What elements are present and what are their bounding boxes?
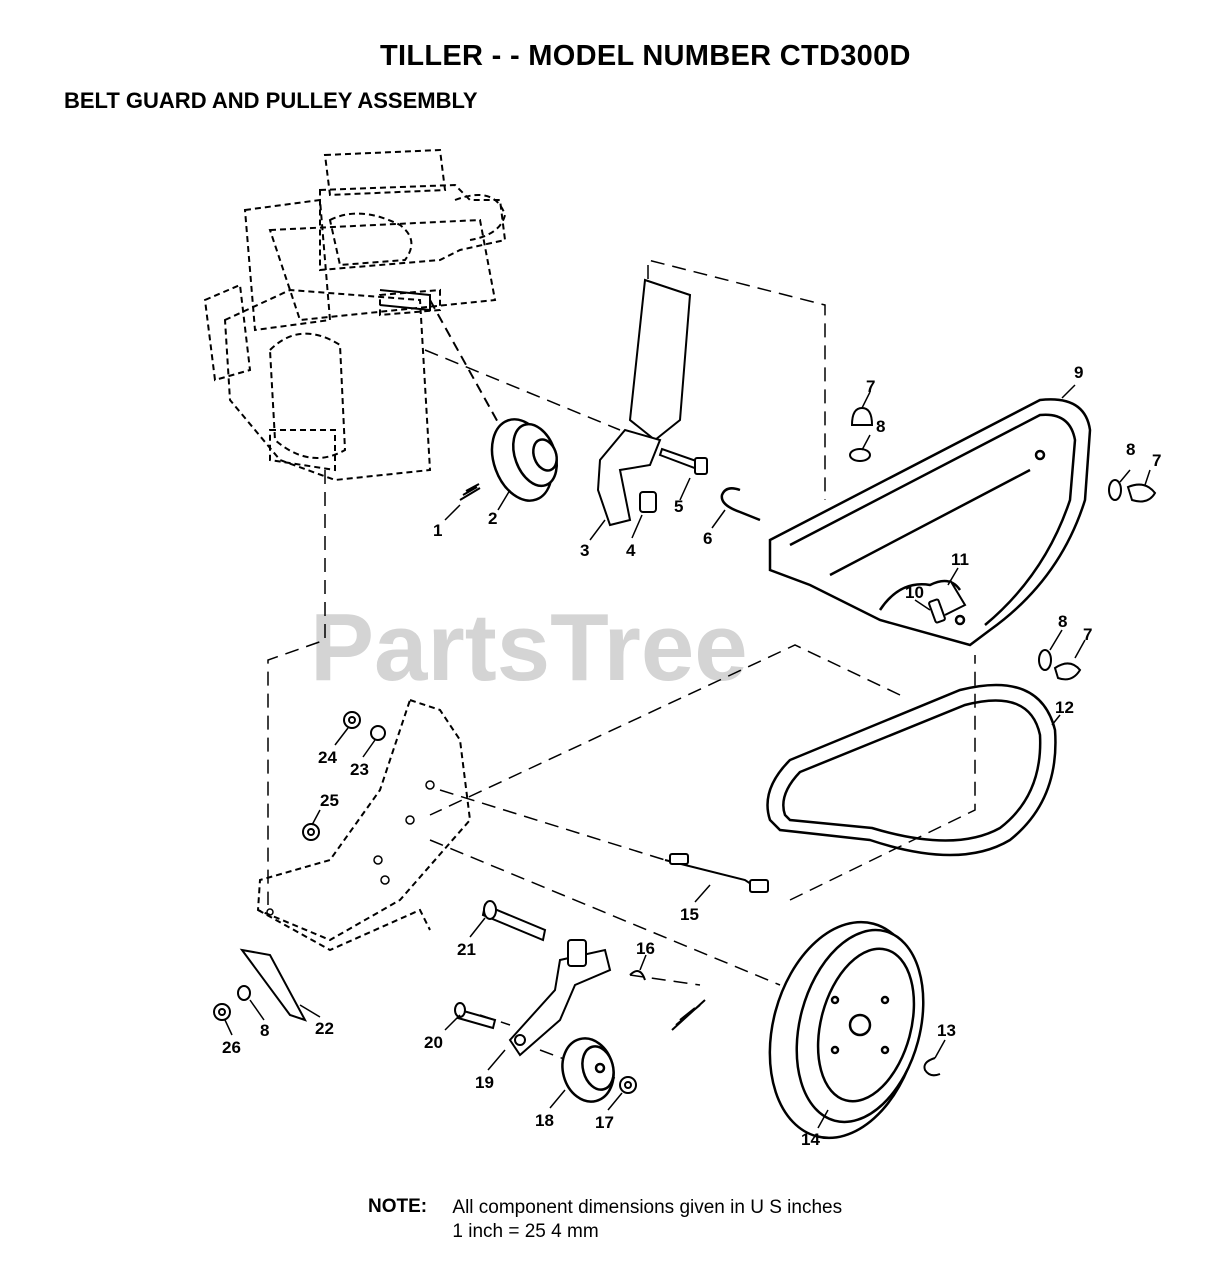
- callout-24: 24: [318, 748, 337, 767]
- carriage-bolt: [658, 447, 708, 475]
- spring: [629, 970, 706, 1031]
- lower-nut-washer: [213, 985, 251, 1021]
- callout-7-lower: 7: [1083, 625, 1092, 644]
- acorn-nuts-and-washers: [849, 406, 1157, 681]
- callout-labels: 1 2 3 4 5 6 7 8 9 8 7 11 10 8 7 12 24 23…: [222, 363, 1161, 1149]
- pulley-nut: [619, 1076, 637, 1094]
- frame-nuts: [302, 711, 386, 841]
- hex-nut: [639, 491, 657, 513]
- callout-18: 18: [535, 1111, 554, 1130]
- callout-12: 12: [1055, 698, 1074, 717]
- callout-4: 4: [626, 541, 636, 560]
- crankshaft: [379, 289, 506, 436]
- callout-21: 21: [457, 940, 476, 959]
- callout-8-lower: 8: [1058, 612, 1067, 631]
- note-label: NOTE:: [368, 1196, 428, 1217]
- callout-3: 3: [580, 541, 589, 560]
- engine-outline: [203, 148, 507, 482]
- note-line-2: 1 inch = 25 4 mm: [452, 1221, 599, 1242]
- callout-7-right: 7: [1152, 451, 1161, 470]
- callout-9: 9: [1074, 363, 1083, 382]
- callout-16: 16: [636, 939, 655, 958]
- callout-6: 6: [703, 529, 712, 548]
- callout-13: 13: [937, 1021, 956, 1040]
- snap-ring: [923, 1057, 941, 1077]
- callout-14: 14: [801, 1130, 820, 1149]
- leader-lines: [224, 384, 1151, 1129]
- set-screw: [459, 483, 481, 501]
- idler-rod: [664, 853, 769, 893]
- callout-11: 11: [951, 550, 969, 569]
- callout-22: 22: [315, 1019, 334, 1038]
- watermark: PartsTree: [310, 594, 748, 701]
- callout-7-top: 7: [866, 377, 875, 396]
- drive-belt: [766, 683, 1057, 857]
- note-line-1: All component dimensions given in U S in…: [452, 1197, 843, 1218]
- shoulder-bolt: [454, 1002, 497, 1030]
- guard-screw-and-clip: [928, 579, 967, 624]
- lower-plate: [239, 948, 308, 1022]
- idler-arm: [508, 939, 612, 1057]
- engine-pulley: [490, 418, 558, 502]
- guard-bracket: [596, 278, 692, 527]
- belt-guard: [768, 398, 1092, 647]
- frame-holes: [266, 780, 435, 916]
- callout-15: 15: [680, 905, 699, 924]
- callout-23: 23: [350, 760, 369, 779]
- callout-5: 5: [674, 497, 683, 516]
- idler-shaft: [481, 900, 547, 942]
- callout-19: 19: [475, 1073, 494, 1092]
- dimension-note: NOTE: All component dimensions given in …: [368, 1196, 842, 1244]
- transmission-bracket: [256, 698, 472, 952]
- callout-26: 26: [222, 1038, 241, 1057]
- section-subtitle: BELT GUARD AND PULLEY ASSEMBLY: [64, 88, 478, 113]
- diagram-title: TILLER - - MODEL NUMBER CTD300D: [380, 40, 911, 72]
- callout-1: 1: [433, 521, 442, 540]
- hook-bolt: [720, 487, 761, 522]
- callout-8-top: 8: [876, 417, 885, 436]
- idler-pulley: [561, 1037, 615, 1103]
- callout-8-bottom: 8: [260, 1021, 269, 1040]
- callout-2: 2: [488, 509, 497, 528]
- callout-25: 25: [320, 791, 339, 810]
- note-text: All component dimensions given in U S in…: [452, 1196, 842, 1244]
- callout-8-right: 8: [1126, 440, 1135, 459]
- callout-10: 10: [905, 583, 924, 602]
- callout-17: 17: [595, 1113, 614, 1132]
- callout-20: 20: [424, 1033, 443, 1052]
- transmission-pulley: [768, 920, 925, 1140]
